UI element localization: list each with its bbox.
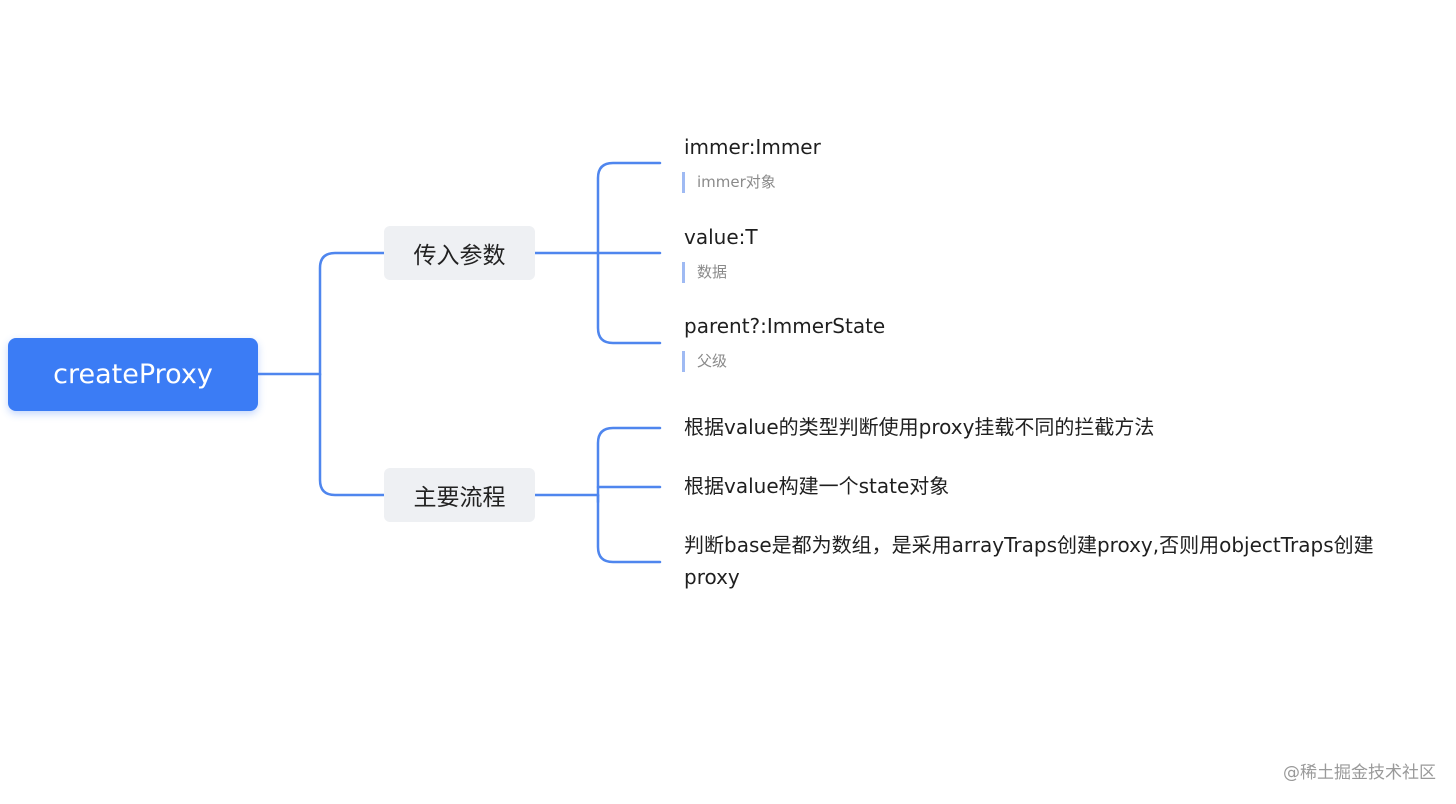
connector-root-branch-1: [256, 251, 386, 376]
branch-node-params[interactable]: 传入参数: [384, 226, 535, 280]
connector-branch-2-leaf-2: [596, 485, 662, 504]
leaf-note-immer: immer对象: [682, 172, 776, 193]
leaf-node-flow-step-1[interactable]: 根据value的类型判断使用proxy挂载不同的拦截方法: [684, 415, 1155, 439]
connector-branch-1-leaf-3: [596, 251, 662, 345]
leaf-node-flow-step-2[interactable]: 根据value构建一个state对象: [684, 474, 950, 498]
branch-node-label: 主要流程: [413, 485, 506, 511]
connector-branch-2-leaf-1: [533, 426, 662, 497]
connector-branch-1-leaf-1: [533, 161, 662, 255]
branch-node-label: 传入参数: [413, 243, 506, 269]
connector-branch-2-leaf-3: [596, 493, 662, 564]
root-node[interactable]: createProxy: [8, 338, 258, 411]
leaf-node-parent[interactable]: parent?:ImmerState: [684, 314, 886, 338]
watermark: @稀土掘金技术社区: [1283, 763, 1436, 783]
root-node-label: createProxy: [53, 359, 213, 390]
leaf-node-flow-step-3[interactable]: 判断base是都为数组，是采用arrayTraps创建proxy,否则用obje…: [684, 533, 1374, 589]
branch-node-flow[interactable]: 主要流程: [384, 468, 535, 522]
leaf-note-parent: 父级: [682, 351, 727, 372]
connector-root-branch-2: [318, 372, 386, 497]
leaf-note-value: 数据: [682, 262, 727, 283]
leaf-node-value[interactable]: value:T: [684, 225, 758, 249]
leaf-node-immer[interactable]: immer:Immer: [684, 135, 821, 159]
